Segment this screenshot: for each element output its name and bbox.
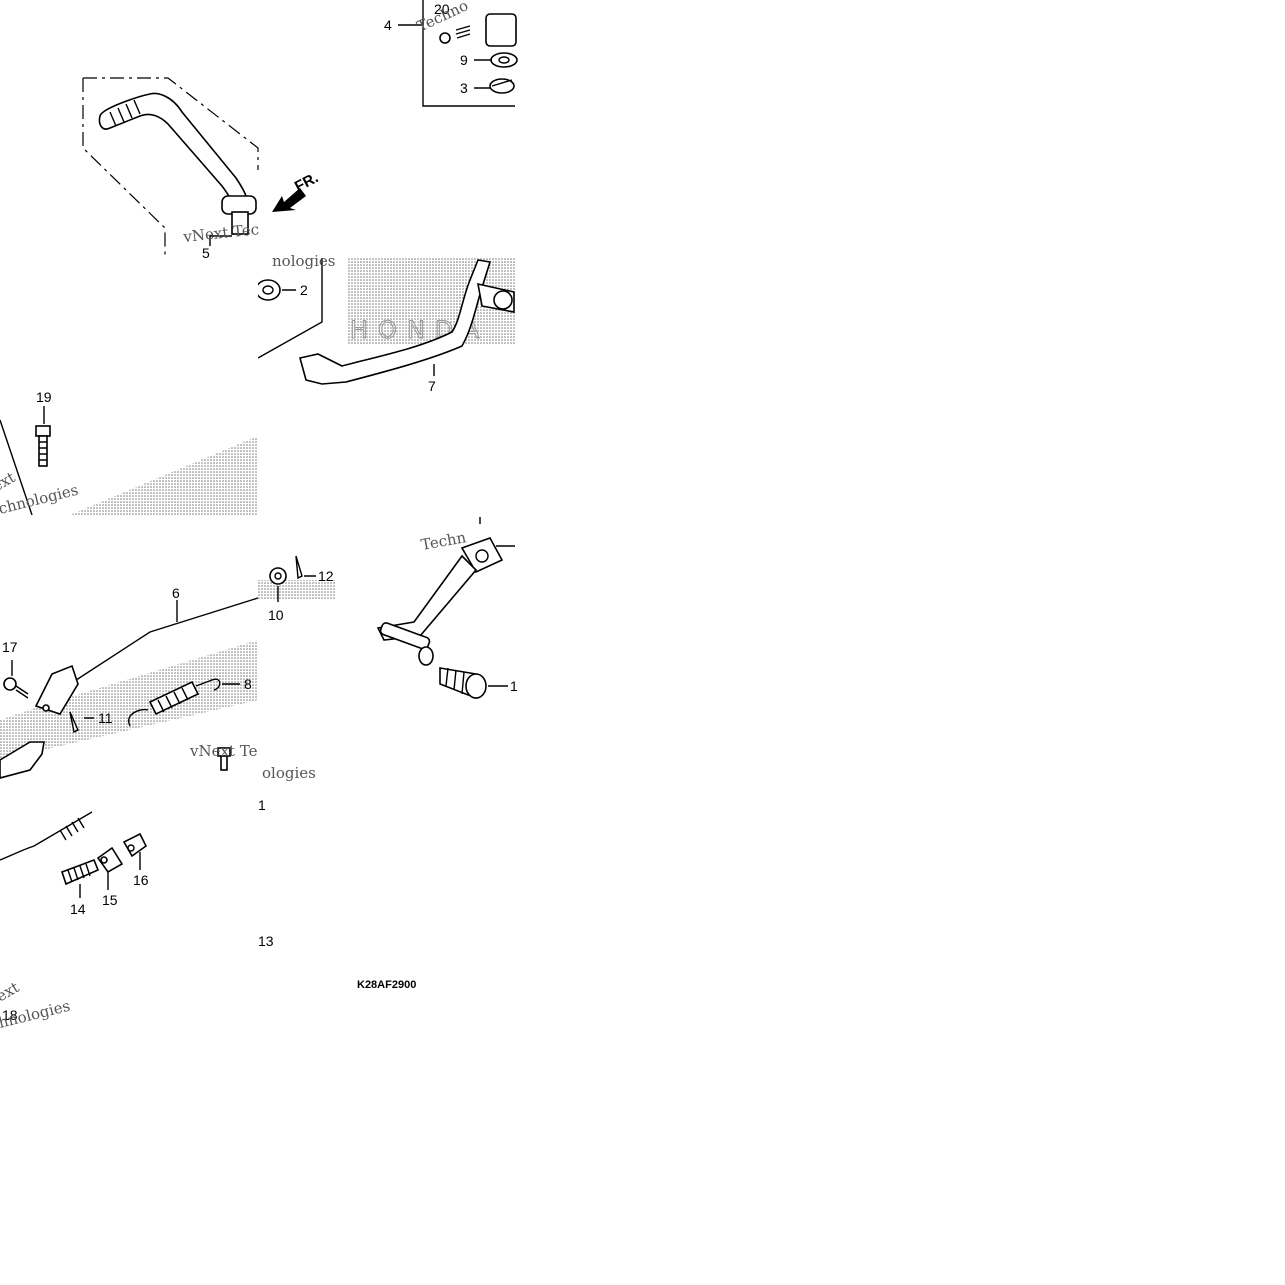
callout-5: 5 <box>202 245 210 261</box>
callout-10: 10 <box>268 607 284 623</box>
callout-7: 7 <box>428 378 436 394</box>
callout-18: 18 <box>2 1007 18 1023</box>
watermark-text: ologies <box>262 764 316 782</box>
diagram-code: K28AF2900 <box>357 979 416 991</box>
callout-3: 3 <box>460 80 468 96</box>
tile-washer: 10 12 1 13 vNext Te ologies <box>189 515 335 949</box>
kick-starter-arm <box>98 92 257 235</box>
tile-bolt: 19 ext chnologies <box>0 258 258 518</box>
callout-6: 6 <box>172 585 180 601</box>
callout-2: 2 <box>300 282 308 298</box>
flange-bolt <box>35 425 51 467</box>
tile-shift-pedal: 1 Techn <box>335 515 518 705</box>
callout-12: 12 <box>318 568 334 584</box>
joint-15 <box>96 846 124 874</box>
small-parts-top <box>439 13 518 94</box>
return-spring <box>128 678 221 727</box>
callout-1: 1 <box>258 797 266 813</box>
tile-brake-rod: 6 17 11 8 14 15 16 18 ext hnologies <box>0 515 259 1032</box>
callout-4: 4 <box>384 17 392 33</box>
tile-brake-pedal: HONDA 2 7 nologies <box>255 252 515 515</box>
spring-14 <box>60 858 100 886</box>
nut-16 <box>122 832 148 858</box>
watermark-text: nologies <box>272 252 336 270</box>
tile-top-right: FR. 4 20 9 3 5 vNext Tec Techno <box>0 0 518 261</box>
callout-1-shift: 1 <box>510 678 518 694</box>
pedal-rubber <box>439 667 487 700</box>
adjuster-rod <box>0 811 93 861</box>
cotter-pin-11 <box>69 711 79 734</box>
callout-8: 8 <box>244 676 252 692</box>
flange-bolt-small <box>217 747 231 771</box>
brake-rod <box>34 597 259 715</box>
brake-pedal <box>299 259 515 385</box>
callout-17: 17 <box>2 639 18 655</box>
callout-13: 13 <box>258 933 274 949</box>
callout-9: 9 <box>460 52 468 68</box>
bolt-17 <box>3 677 29 699</box>
gear-shift-pedal <box>376 537 504 666</box>
callout-19: 19 <box>36 389 52 405</box>
callout-14: 14 <box>70 901 86 917</box>
callout-16: 16 <box>133 872 149 888</box>
callout-11: 11 <box>98 710 113 726</box>
watermark-text: vNext Te <box>189 742 258 760</box>
bushing-part <box>255 279 281 301</box>
callout-20: 20 <box>434 1 450 17</box>
callout-15: 15 <box>102 892 118 908</box>
